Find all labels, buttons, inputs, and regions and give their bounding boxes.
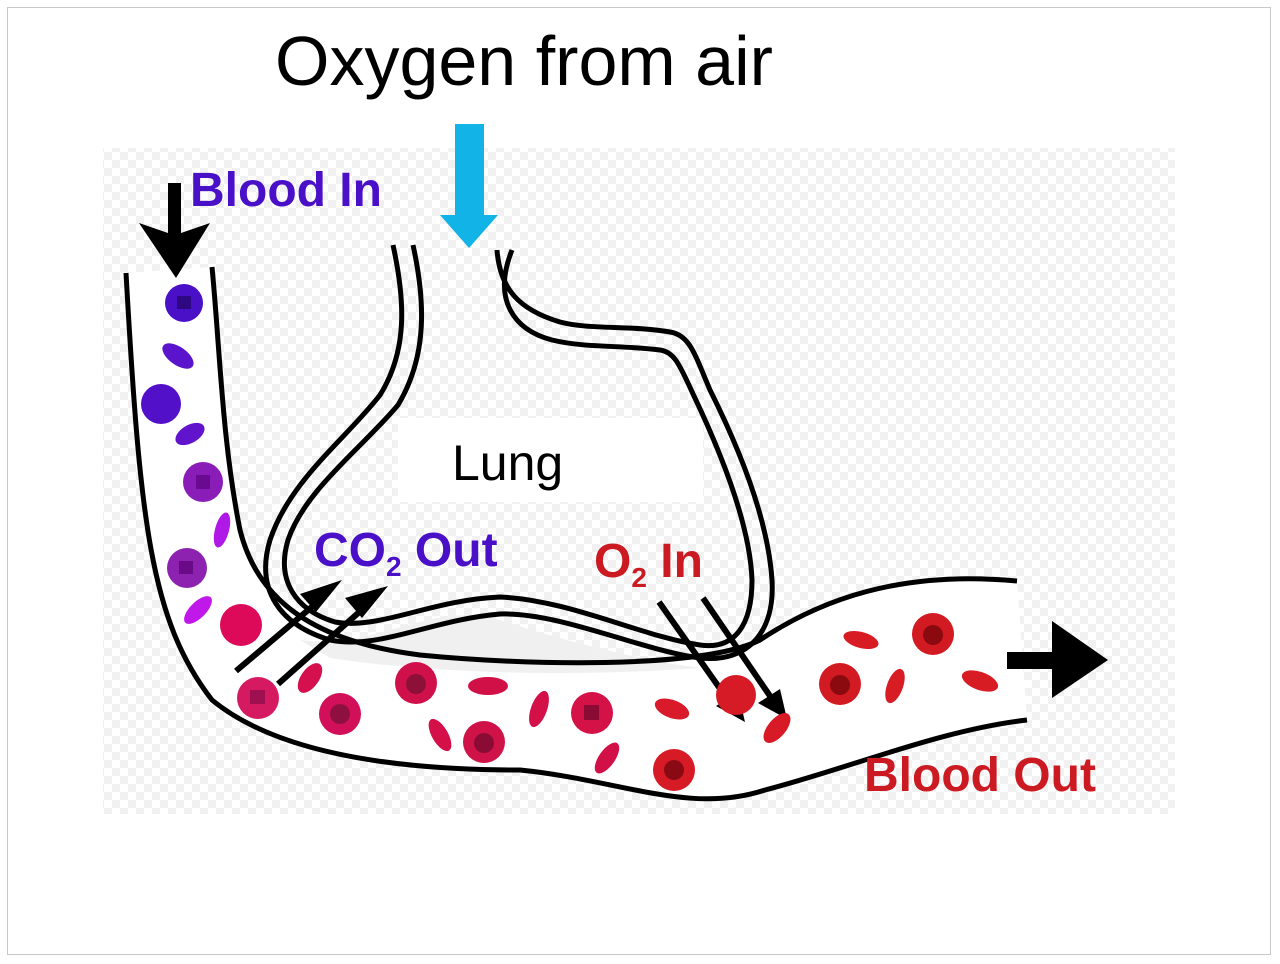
blood-out-arrow (1007, 621, 1108, 698)
airway-outline (263, 244, 775, 661)
blood-in-label: Blood In (190, 164, 382, 217)
blood-cells (141, 284, 999, 791)
lung-label-box (398, 418, 703, 502)
co2-out-arrows (234, 580, 388, 687)
co2-out-label: CO2 Out (314, 524, 498, 582)
blood-vessel-fill (126, 267, 1027, 799)
alveolus-membrane (300, 615, 700, 673)
o2-in-label: O2 In (594, 535, 703, 593)
blood-in-arrow (139, 183, 210, 278)
vessel-inner-wall (209, 266, 1018, 666)
oxygen-in-arrow (440, 124, 498, 248)
lung-label: Lung (452, 435, 563, 491)
blood-out-label: Blood Out (864, 749, 1096, 802)
vessel-outer-wall (123, 272, 1028, 802)
title-oxygen-from-air: Oxygen from air (275, 22, 773, 100)
